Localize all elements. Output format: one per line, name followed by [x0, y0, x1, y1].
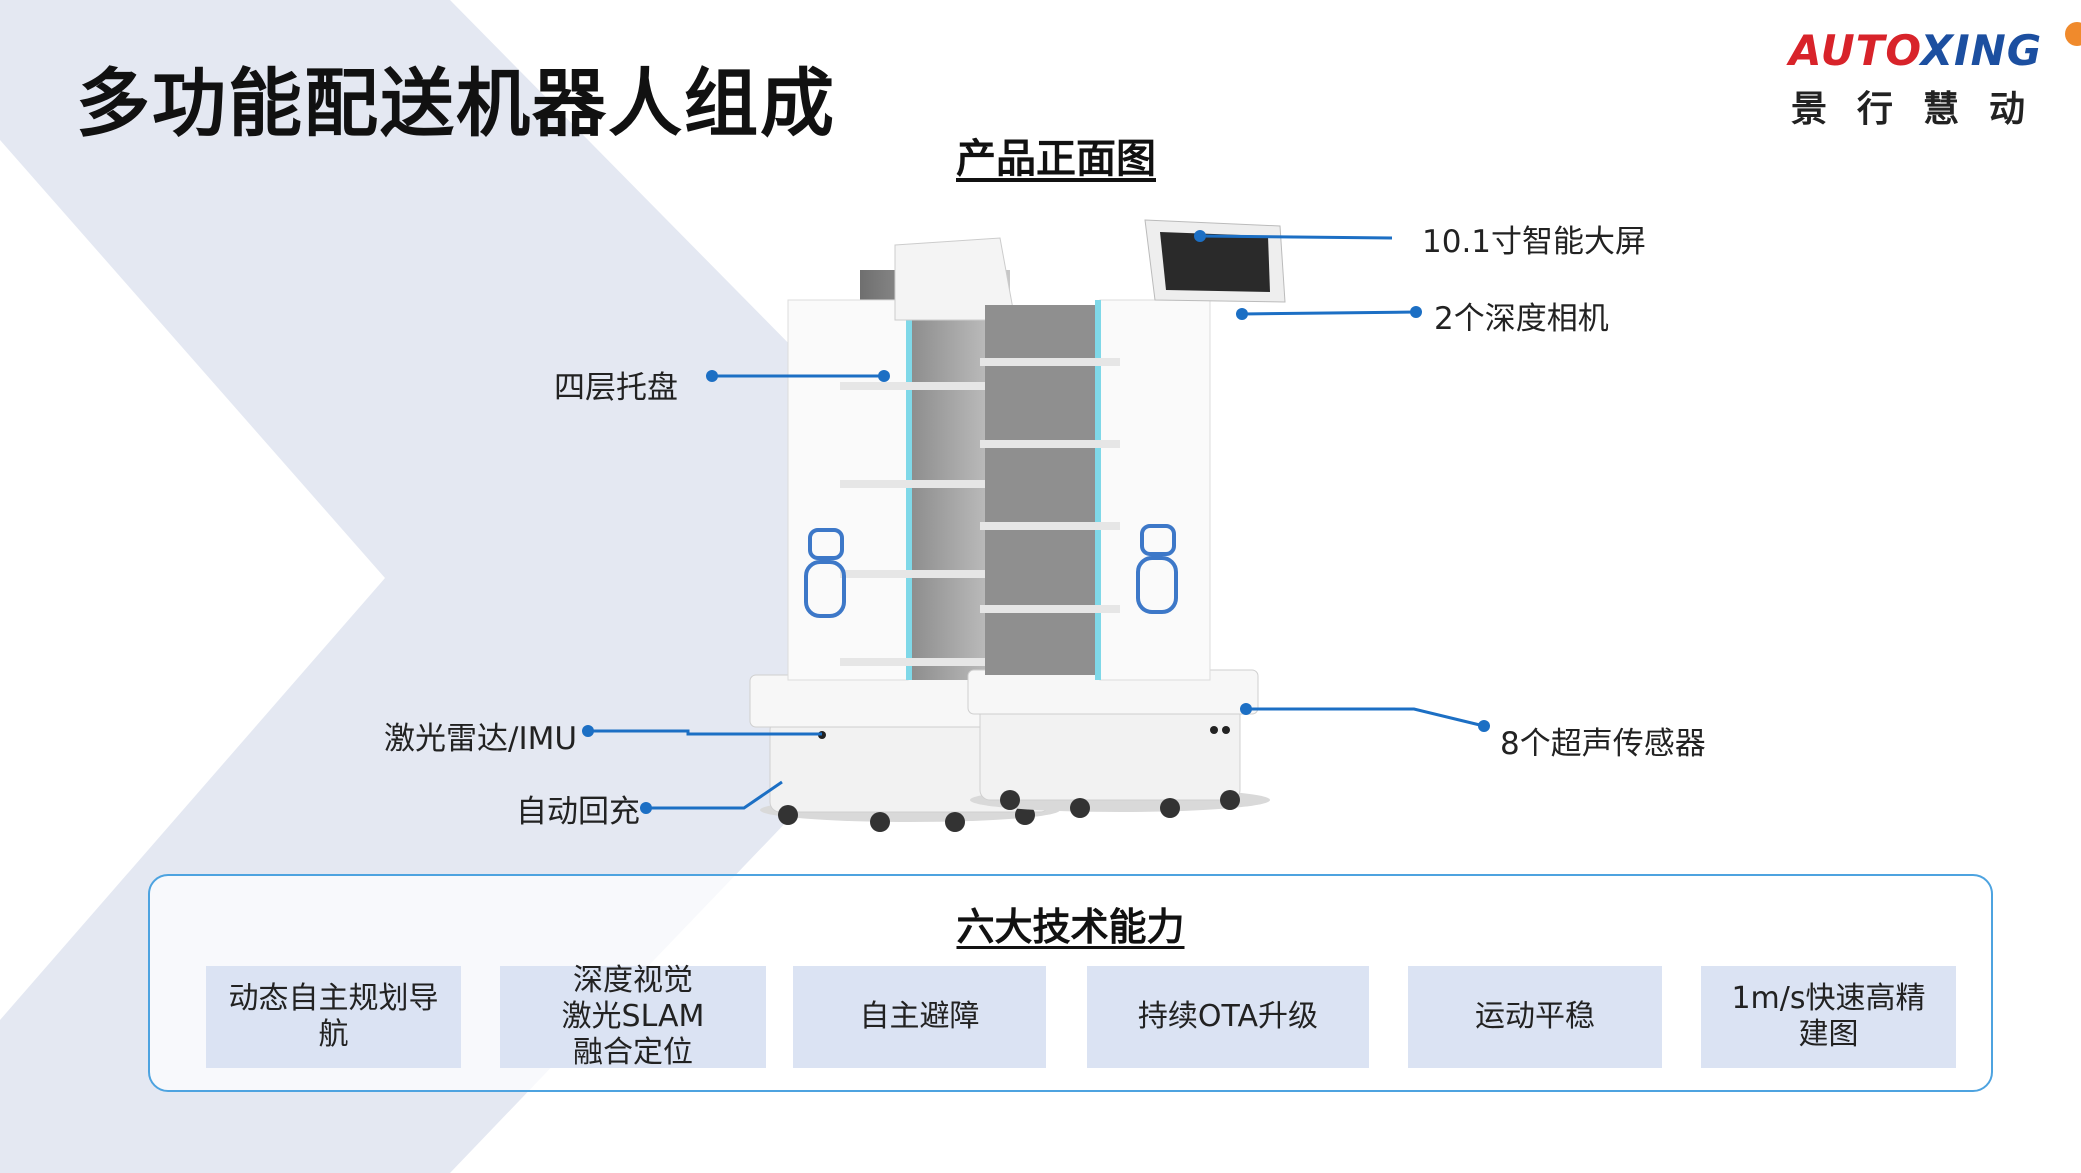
page-title: 多功能配送机器人组成 — [76, 61, 836, 147]
callout-auto-charge: 自动回充 — [516, 794, 640, 830]
robot-right — [967, 219, 1286, 818]
capability-item: 动态自主规划导航 — [206, 966, 461, 1068]
logo-blue-text: XING — [1920, 26, 2043, 75]
logo-subtitle: 景行慧动 — [1791, 89, 2056, 130]
logo-red-text: AUTO — [1789, 26, 1921, 75]
capabilities-title: 六大技术能力 — [956, 905, 1185, 949]
callout-depth-camera: 2个深度相机 — [1434, 301, 1609, 337]
capability-item: 持续OTA升级 — [1087, 966, 1369, 1068]
callout-lidar-imu: 激光雷达/IMU — [384, 721, 578, 757]
capability-item: 自主避障 — [793, 966, 1046, 1068]
capability-item: 深度视觉 激光SLAM 融合定位 — [500, 963, 766, 1070]
robots-illustration — [749, 219, 1286, 832]
logo-badge-icon — [2065, 22, 2081, 46]
capability-item: 1m/s快速高精 建图 — [1701, 966, 1956, 1068]
logo-wordmark: AUTOXING — [1789, 26, 2042, 75]
brand-logo: AUTOXING 景行慧动 — [1785, 22, 2081, 132]
callout-trays: 四层托盘 — [554, 370, 678, 406]
callout-screen: 10.1寸智能大屏 — [1422, 224, 1647, 260]
capability-item: 运动平稳 — [1408, 966, 1662, 1068]
callout-ultrasonic: 8个超声传感器 — [1500, 726, 1706, 762]
capabilities-panel: 六大技术能力 动态自主规划导航 深度视觉 激光SLAM 融合定位 自主避障 持续… — [148, 874, 1993, 1092]
front-view-title: 产品正面图 — [956, 136, 1156, 182]
